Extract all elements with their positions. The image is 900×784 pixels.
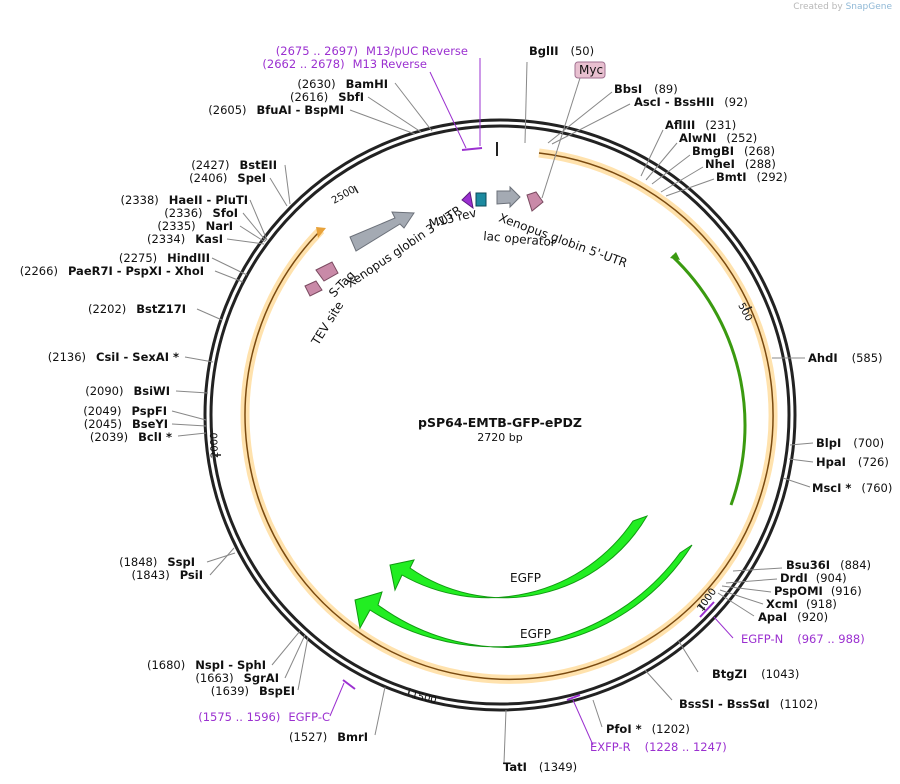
snapgene-logo: SnapGene [845,2,892,12]
myc-label: Myc [579,63,603,77]
site-paeR7I[interactable]: (2266)PaeR7I - PspXI - XhoI [20,264,204,278]
site-bstEII[interactable]: (2427)BstEII [191,158,277,172]
site-bspEI[interactable]: (1639)BspEI [211,684,295,698]
site-bamHI[interactable]: (2630)BamHI [297,77,388,91]
egfp-arrow-inner[interactable] [389,515,649,599]
site-btgZI[interactable]: BtgZI(1043) [712,667,799,681]
site-drdI[interactable]: DrdI(904) [780,571,847,585]
primer-exfpr-mark [566,694,581,701]
site-bglII[interactable]: BglII(50) [529,44,594,58]
site-bclI[interactable]: (2039)BclI * [90,430,172,444]
leader-lines [171,61,814,764]
egfp-label-outer: EGFP [520,627,551,641]
site-nheI[interactable]: NheI(288) [705,157,776,171]
m13rev-arrow[interactable] [461,190,474,210]
site-ahdI[interactable]: AhdI(585) [808,351,883,365]
primer-m13puc-label[interactable]: (2675 .. 2697)M13/pUC Reverse [276,44,468,58]
site-bmrI[interactable]: (1527)BmrI [289,730,368,744]
site-bseYI[interactable]: (2045)BseYI [84,417,168,431]
tev-site-arrow[interactable] [304,280,323,297]
site-pspOMI[interactable]: PspOMI(916) [774,584,862,598]
green-feature-arrowhead [670,252,680,260]
site-xcmI[interactable]: XcmI(918) [766,597,837,611]
xen5-utr-arrow[interactable] [496,185,521,209]
tev-site-label: TEV site [308,299,346,348]
tick-2000: 2000 [209,432,221,458]
site-pfoI[interactable]: PfoI *(1202) [606,722,690,736]
primer-egfpc-label[interactable]: (1575 .. 1596)EGFP-C [198,710,330,724]
site-haeII[interactable]: (2338)HaeII - PluTI [121,193,248,207]
site-csiI[interactable]: (2136)CsiI - SexAI * [48,350,179,364]
site-narI[interactable]: (2335)NarI [157,219,233,233]
primer-m13-label[interactable]: (2662 .. 2678)M13 Reverse [262,57,427,71]
site-bssSI[interactable]: BssSI - BssSαI(1102) [679,697,818,711]
myc-arrow[interactable] [526,191,544,212]
myc-label-box[interactable] [574,61,606,79]
primer-egfpn-mark [699,601,715,618]
site-speI[interactable]: (2406)SpeI [189,171,266,185]
site-blpI[interactable]: BlpI(700) [816,436,884,450]
site-nspI[interactable]: (1680)NspI - SphI [147,658,266,672]
primer-m13puc-mark [461,147,483,151]
tick-1500: 1500 [410,690,437,706]
watermark: Created by SnapGene [793,2,892,12]
site-hpaI[interactable]: HpaI(726) [816,455,889,469]
xen3-utr-arrow[interactable] [349,211,415,252]
site-ascI[interactable]: AscI - BssHII(92) [634,95,748,109]
site-bmgBI[interactable]: BmgBI(268) [692,144,775,158]
site-alwNI[interactable]: AlwNI(252) [679,131,757,145]
site-sspI[interactable]: (1848)SspI [119,555,195,569]
site-bstZ17I[interactable]: (2202)BstZ17I [88,302,186,316]
site-sbfI[interactable]: (2616)SbfI [290,90,364,104]
site-bsu36I[interactable]: Bsu36I(884) [786,558,871,572]
primer-leaders [329,58,734,746]
site-sgrAI[interactable]: (1663)SgrAI [195,671,279,685]
backbone-outer [203,118,797,712]
site-sfoI[interactable]: (2336)SfoI [164,206,238,220]
plasmid-size: 2720 bp [477,431,522,444]
stag-arrow[interactable] [315,261,339,282]
tick-2500: 2500 [330,184,358,206]
lac-operator-box[interactable] [475,192,487,207]
primer-egfpn-label[interactable]: EGFP-N(967 .. 988) [741,632,865,646]
orf-arc-arrowhead [316,227,326,238]
site-bfuAI[interactable]: (2605)BfuAI - BspMI [208,103,344,117]
site-aflIII[interactable]: AflIII(231) [665,118,736,132]
lac-operator-label: lac operator [483,229,557,249]
backbone-inner [209,124,791,706]
site-bbsI[interactable]: BbsI(89) [614,82,678,96]
site-kasI[interactable]: (2334)KasI [147,232,223,246]
site-pspFI[interactable]: (2049)PspFI [83,404,167,418]
orf-arc-line [244,152,774,681]
plasmid-name: pSP64-EMTB-GFP-ePDZ [418,415,582,430]
site-bmtI[interactable]: BmtI(292) [716,170,787,184]
site-tatI[interactable]: TatI(1349) [503,760,577,774]
site-mscI[interactable]: MscI *(760) [812,481,892,495]
site-psiI[interactable]: (1843)PsiI [131,568,203,582]
green-feature-line [670,254,747,506]
site-hindIII[interactable]: (2275)HindIII [119,251,210,265]
primer-egfpc-mark [342,679,356,690]
egfp-arrow-outer[interactable] [354,544,693,648]
egfp-label-inner: EGFP [510,571,541,585]
primer-exfpr-label[interactable]: EXFP-R(1228 .. 1247) [590,740,727,754]
site-apaI[interactable]: ApaI(920) [758,610,828,624]
site-bsiWI[interactable]: (2090)BsiWI [85,384,170,398]
